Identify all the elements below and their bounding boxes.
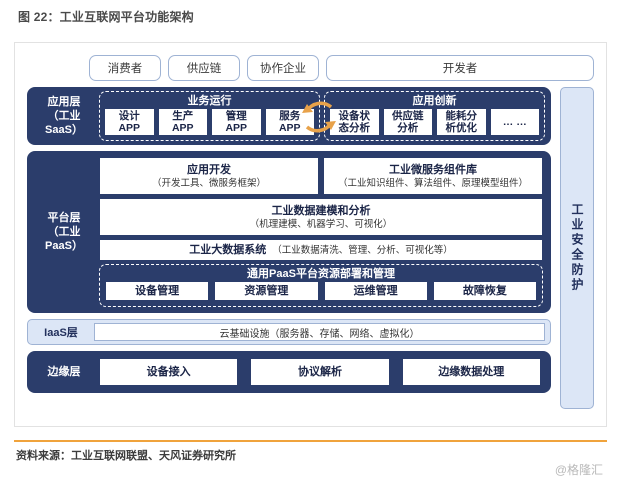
iaas-infrastructure-box[interactable]: 云基础设施（服务器、存储、网络、虚拟化） — [94, 323, 545, 341]
saas-app-production[interactable]: 生产 APP — [157, 108, 208, 136]
page-title: 图 22：工业互联网平台功能架构 — [18, 10, 194, 24]
saas-app-management-line1: 管理 — [225, 110, 247, 122]
saas-label-line1: 应用层 — [47, 96, 81, 108]
stakeholder-row: 消费者 供应链 协作企业 开发者 — [89, 55, 594, 81]
saas-app-supply-chain-analysis[interactable]: 供应链 分析 — [382, 108, 433, 136]
paas-ops-management[interactable]: 运维管理 — [323, 281, 428, 301]
iaas-layer-label: IaaS层 — [44, 327, 78, 339]
saas-group-business-operation-title: 业务运行 — [187, 95, 232, 107]
watermark: @格隆汇 — [554, 463, 603, 477]
stakeholder-developer[interactable]: 开发者 — [326, 55, 594, 81]
paas-row-development: 应用开发 （开发工具、微服务框架） 工业微服务组件库 （工业知识组件、算法组件、… — [99, 157, 543, 195]
saas-app-energy-line2: 析优化 — [445, 122, 478, 134]
saas-app-management[interactable]: 管理 APP — [211, 108, 262, 136]
layers-column: 应用层 （工业SaaS） 业务运行 设计 APP 生产 APP — [27, 87, 551, 393]
paas-label-line2: （工业PaaS） — [45, 226, 83, 252]
paas-fault-recovery-label: 故障恢复 — [462, 285, 507, 297]
edge-data-processing-label: 边缘数据处理 — [438, 366, 505, 378]
saas-app-more-line1: … … — [502, 116, 527, 128]
saas-app-management-line2: APP — [225, 122, 248, 134]
edge-layer: 边缘层 设备接入 协议解析 边缘数据处理 — [27, 351, 551, 393]
paas-data-modeling-sub: （机理建模、机器学习、可视化） — [249, 218, 393, 230]
saas-label-line2: （工业SaaS） — [45, 110, 83, 136]
saas-app-device-status-analysis[interactable]: 设备状 态分析 — [329, 108, 380, 136]
paas-ops-management-label: 运维管理 — [353, 285, 398, 297]
edge-data-processing[interactable]: 边缘数据处理 — [401, 358, 541, 386]
saas-app-production-line2: APP — [171, 122, 194, 134]
saas-app-production-line1: 生产 — [172, 110, 194, 122]
saas-app-service-line2: APP — [278, 122, 301, 134]
saas-app-design-line2: APP — [118, 122, 141, 134]
edge-protocol-parsing[interactable]: 协议解析 — [250, 358, 390, 386]
footer-divider — [14, 440, 607, 442]
paas-device-management-label: 设备管理 — [135, 285, 180, 297]
paas-device-management[interactable]: 设备管理 — [105, 281, 210, 301]
paas-big-data-system-title: 工业大数据系统 — [189, 244, 267, 256]
industrial-security-bar: 工业安全防护 — [560, 87, 594, 409]
saas-app-design-line1: 设计 — [118, 110, 140, 122]
paas-data-modeling-title: 工业数据建模和分析 — [271, 204, 371, 217]
stakeholder-consumer[interactable]: 消费者 — [89, 55, 161, 81]
paas-big-data-system[interactable]: 工业大数据系统 （工业数据清洗、管理、分析、可视化等） — [99, 239, 543, 261]
platform-paas-layer: 平台层 （工业PaaS） 应用开发 （开发工具、微服务框架） 工业微服务组件库 … — [27, 151, 551, 313]
paas-resource-management[interactable]: 资源管理 — [214, 281, 319, 301]
saas-app-supply-chain-line1: 供应链 — [392, 110, 424, 122]
saas-layer-label: 应用层 （工业SaaS） — [33, 95, 95, 137]
paas-app-development[interactable]: 应用开发 （开发工具、微服务框架） — [99, 157, 319, 195]
saas-app-device-status-line2: 态分析 — [338, 122, 371, 134]
saas-group-application-innovation: 应用创新 设备状 态分析 供应链 分析 能耗分 析优化 — [324, 91, 545, 141]
stakeholder-partner-enterprise[interactable]: 协作企业 — [247, 55, 319, 81]
edge-device-access-label: 设备接入 — [146, 366, 191, 378]
saas-app-service-line1: 服务 — [279, 110, 301, 122]
paas-microservice-library-title: 工业微服务组件库 — [389, 163, 477, 176]
saas-app-device-status-line1: 设备状 — [338, 110, 371, 122]
iaas-layer: IaaS层 云基础设施（服务器、存储、网络、虚拟化） — [27, 319, 551, 345]
paas-resource-deployment-group: 通用PaaS平台资源部署和管理 设备管理 资源管理 运维管理 故障恢复 — [99, 264, 543, 307]
source-text: 资料来源：工业互联网联盟、天风证券研究所 — [16, 450, 236, 462]
architecture-diagram: 消费者 供应链 协作企业 开发者 应用层 （工业SaaS） 业务运行 设计 AP… — [14, 42, 607, 427]
industrial-security-label: 工业安全防护 — [570, 203, 584, 293]
paas-label-line1: 平台层 — [47, 212, 81, 224]
edge-device-access[interactable]: 设备接入 — [99, 358, 239, 386]
paas-microservice-library[interactable]: 工业微服务组件库 （工业知识组件、算法组件、原理模型组件） — [323, 157, 543, 195]
saas-app-energy-line1: 能耗分 — [445, 110, 478, 122]
saas-app-service[interactable]: 服务 APP — [264, 108, 315, 136]
paas-app-development-title: 应用开发 — [187, 163, 231, 176]
paas-app-development-sub: （开发工具、微服务框架） — [151, 177, 266, 189]
paas-resource-management-label: 资源管理 — [244, 285, 289, 297]
saas-app-design[interactable]: 设计 APP — [104, 108, 155, 136]
saas-app-supply-chain-line2: 分析 — [397, 122, 419, 134]
edge-protocol-parsing-label: 协议解析 — [297, 366, 342, 378]
paas-data-modeling-analysis[interactable]: 工业数据建模和分析 （机理建模、机器学习、可视化） — [99, 198, 543, 236]
saas-group-business-operation: 业务运行 设计 APP 生产 APP 管理 APP — [99, 91, 320, 141]
saas-app-energy-optimization[interactable]: 能耗分 析优化 — [436, 108, 487, 136]
edge-layer-label: 边缘层 — [47, 366, 81, 378]
stakeholder-supply-chain[interactable]: 供应链 — [168, 55, 240, 81]
saas-group-application-innovation-title: 应用创新 — [412, 95, 457, 107]
saas-app-more[interactable]: … … — [489, 108, 540, 136]
paas-resource-deployment-title: 通用PaaS平台资源部署和管理 — [247, 268, 395, 280]
paas-big-data-system-sub: （工业数据清洗、管理、分析、可视化等） — [272, 244, 453, 256]
paas-layer-label: 平台层 （工业PaaS） — [33, 211, 95, 253]
paas-fault-recovery[interactable]: 故障恢复 — [432, 281, 537, 301]
application-saas-layer: 应用层 （工业SaaS） 业务运行 设计 APP 生产 APP — [27, 87, 551, 145]
paas-microservice-library-sub: （工业知识组件、算法组件、原理模型组件） — [337, 177, 528, 189]
